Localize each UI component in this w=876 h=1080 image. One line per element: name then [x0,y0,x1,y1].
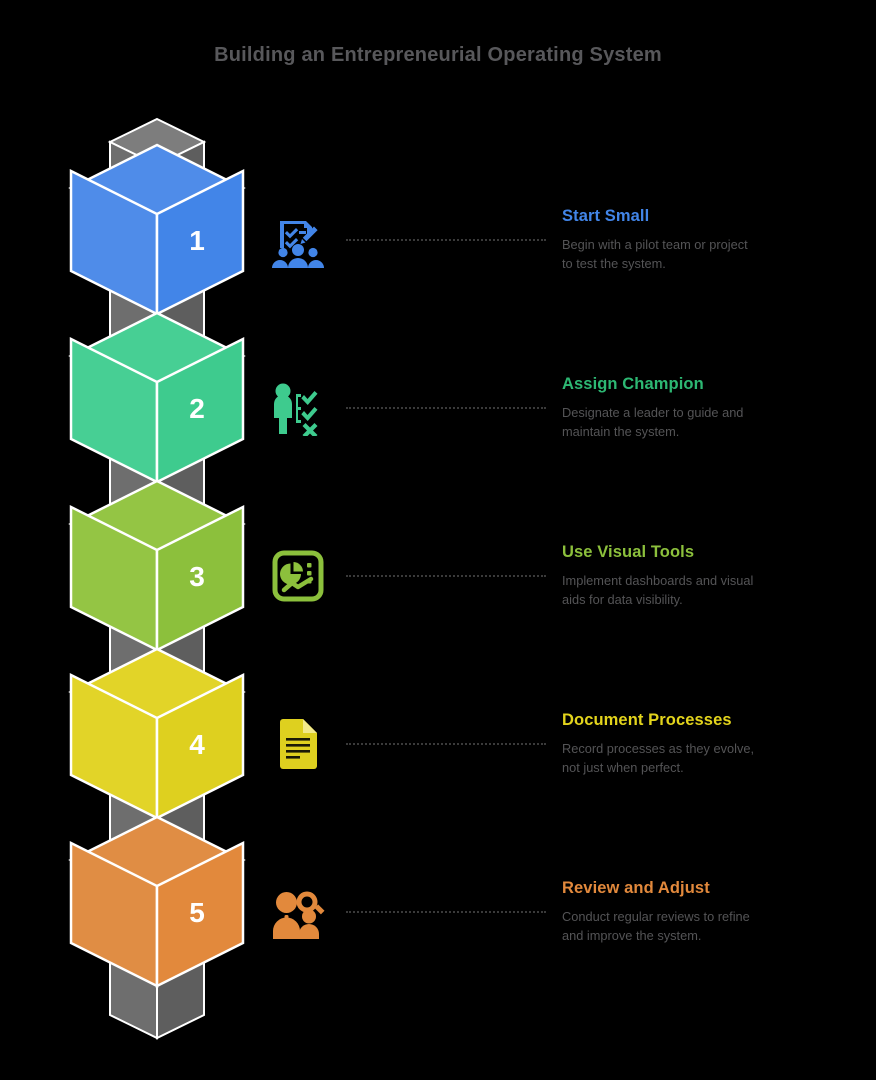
step-text-5: Review and Adjust Conduct regular review… [558,879,862,946]
step-description-1-line2: to test the system. [562,256,666,271]
step-description-3-line2: aids for data visibility. [562,592,683,607]
block-step-5[interactable]: 5 [68,815,246,989]
step-row-2: Assign Champion Designate a leader to gu… [262,348,862,468]
block-1-right-face [155,168,245,317]
connector-dots-3 [346,575,546,577]
step-description-1: Begin with a pilot team or project to te… [562,235,798,274]
people-magnifier-icon [262,876,334,948]
step-description-5: Conduct regular reviews to refine and im… [562,907,798,946]
step-description-5-line2: and improve the system. [562,928,702,943]
step-text-3: Use Visual Tools Implement dashboards an… [558,543,862,610]
step-row-3: Use Visual Tools Implement dashboards an… [262,516,862,636]
block-3-right-face [155,504,245,653]
block-step-4[interactable]: 4 [68,647,246,821]
step-heading-1: Start Small [562,206,650,225]
step-heading-5: Review and Adjust [562,878,710,897]
step-description-4-line1: Record processes as they evolve, [562,740,755,756]
block-step-1[interactable]: 1 [68,143,246,317]
connector-dots-4 [346,743,546,745]
step-heading-4: Document Processes [562,710,732,729]
block-4-number: 4 [189,729,205,760]
block-1-number: 1 [189,225,205,256]
step-row-4: Document Processes Record processes as t… [262,684,862,804]
block-5-number: 5 [189,897,205,928]
page-title: Building an Entrepreneurial Operating Sy… [214,44,662,66]
step-description-1-line1: Begin with a pilot team or project [562,236,748,252]
step-heading-2: Assign Champion [562,374,704,393]
step-row-1: Start Small Begin with a pilot team or p… [262,180,862,300]
block-4-right-face [155,672,245,821]
step-description-2-line1: Designate a leader to guide and [562,404,744,420]
step-text-4: Document Processes Record processes as t… [558,711,862,778]
person-checklist-icon [262,372,334,444]
step-text-2: Assign Champion Designate a leader to gu… [558,375,862,442]
step-description-2-line2: maintain the system. [562,424,680,439]
block-2-right-face [155,336,245,485]
block-step-2[interactable]: 2 [68,311,246,485]
step-description-3: Implement dashboards and visual aids for… [562,571,798,610]
block-2-number: 2 [189,393,205,424]
block-3-number: 3 [189,561,205,592]
step-description-2: Designate a leader to guide and maintain… [562,403,798,442]
step-description-3-line1: Implement dashboards and visual [562,572,754,588]
document-page-icon [262,708,334,780]
clipboard-checklist-people-icon [262,204,334,276]
step-row-5: Review and Adjust Conduct regular review… [262,852,862,972]
block-step-3[interactable]: 3 [68,479,246,653]
step-heading-3: Use Visual Tools [562,542,695,561]
step-description-4: Record processes as they evolve, not jus… [562,739,798,778]
connector-dots-2 [346,407,546,409]
connector-dots-1 [346,239,546,241]
step-text-1: Start Small Begin with a pilot team or p… [558,207,862,274]
block-5-right-face [155,840,245,989]
step-description-5-line1: Conduct regular reviews to refine [562,908,750,924]
connector-dots-5 [346,911,546,913]
dashboard-chart-icon [262,540,334,612]
step-description-4-line2: not just when perfect. [562,760,684,775]
